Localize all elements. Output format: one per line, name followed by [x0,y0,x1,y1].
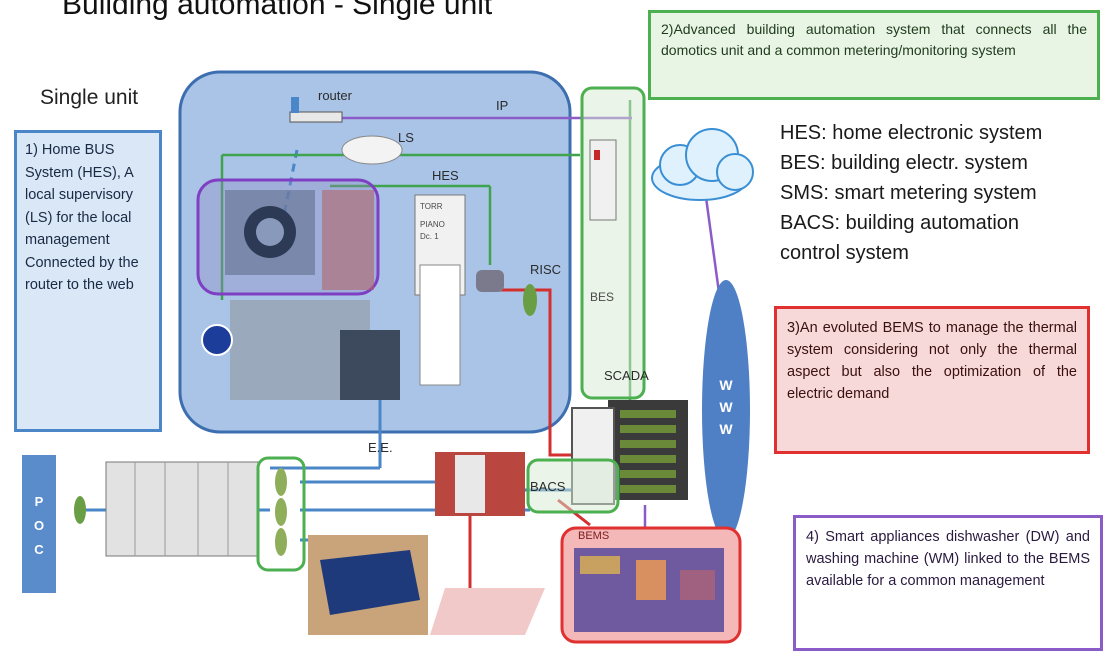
bems-label: BEMS [578,530,610,542]
panel-label-2: PIANO [420,220,445,229]
coupling-box [256,456,306,572]
www-label: W W W [719,377,733,437]
diagram-title: Building automation - Single unit [62,0,493,21]
single-unit-label: Single unit [40,86,139,109]
home-devices [201,190,504,400]
ls-label: LS [398,130,414,145]
panel-label-1: TORR [420,202,443,211]
single-unit-area [178,70,572,434]
legend-item: HES: home electronic system [780,122,1043,144]
hes-label: HES [432,168,459,183]
risc-label: RISC [530,262,562,277]
www-ellipse [702,280,750,540]
panel-label-3: Dc. 1 [420,232,439,241]
router-label: router [318,88,352,103]
scada-label: SCADA [604,368,649,383]
legend-item: BES: building electr. system [780,152,1028,174]
bes-label: BES [590,290,615,304]
router-device [289,111,343,123]
cloud-shape [651,128,754,201]
acronym-legend: HES: home electronic system BES: buildin… [780,118,1042,268]
risc-connector [523,284,537,316]
bems-panel [560,526,742,644]
legend-item: BACS: building automation [780,212,1020,234]
poc-label: P O C [33,494,45,557]
underfloor-heating [430,588,545,635]
box2-advanced-bas-description: 2)Advanced building automation system th… [648,10,1100,100]
box3-bems-description: 3)An evoluted BEMS to manage the thermal… [774,306,1090,454]
poc-bar [22,455,56,593]
bacs-label: BACS [530,479,566,494]
bacs-box [526,458,620,514]
legend-item: SMS: smart metering system [780,182,1037,204]
box4-smart-appliances-description: 4) Smart appliances dishwasher (DW) and … [793,515,1103,651]
ip-label: IP [496,98,509,113]
solar-panels [308,535,428,635]
bes-panel-box [580,86,646,400]
box1-hes-description: 1) Home BUS System (HES), A local superv… [14,130,162,432]
ee-label: E.E. [368,440,393,455]
electric-cabinet [105,461,259,557]
legend-item: control system [780,242,909,264]
ls-device [341,135,403,165]
